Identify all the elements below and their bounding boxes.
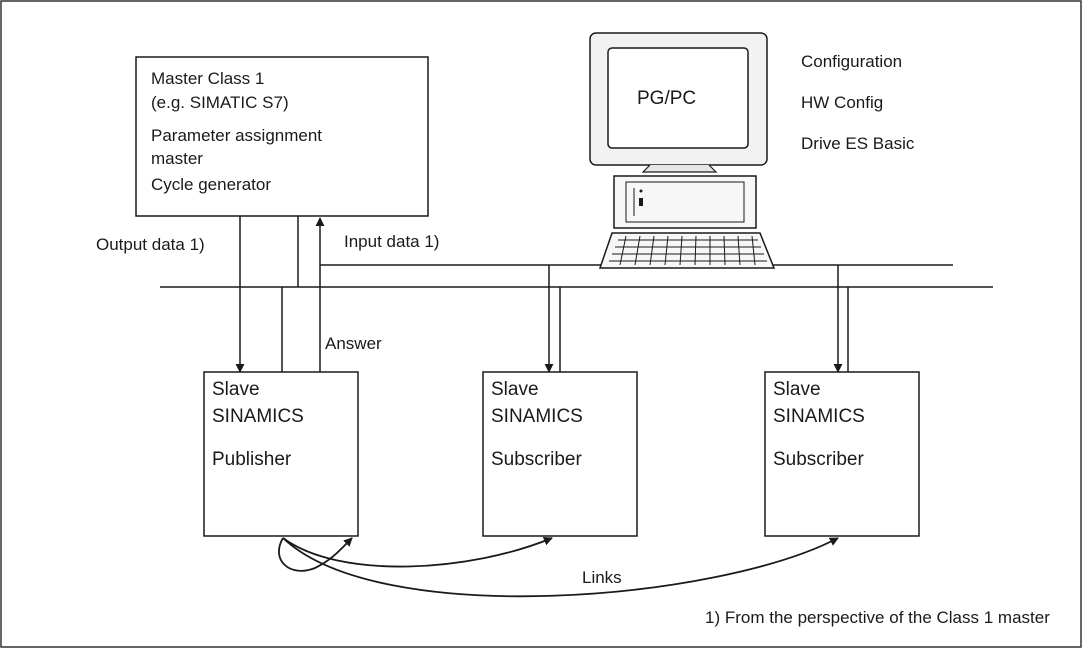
slave-publisher-box bbox=[203, 371, 359, 537]
answer-label: Answer bbox=[325, 334, 382, 353]
pgpc-computer-icon bbox=[589, 32, 776, 269]
input-data-label: Input data 1) bbox=[344, 232, 440, 251]
link-self-loop bbox=[278, 537, 353, 572]
slave-publisher-line2: SINAMICS bbox=[212, 406, 304, 427]
master-role-parameter-cont: master bbox=[151, 149, 203, 168]
master-title: Master Class 1 bbox=[151, 69, 265, 88]
master-example: (e.g. SIMATIC S7) bbox=[151, 93, 289, 112]
slave-subscriber1-line1: Slave bbox=[491, 379, 539, 400]
slave-subscriber1-line2: SINAMICS bbox=[491, 406, 583, 427]
slave-subscriber2-role: Subscriber bbox=[773, 449, 864, 470]
master-role-parameter: Parameter assignment bbox=[151, 126, 323, 145]
slave-publisher-role: Publisher bbox=[212, 449, 292, 470]
slave-subscriber1-box bbox=[482, 371, 638, 537]
link-to-subscriber1 bbox=[282, 536, 553, 568]
slave-subscriber2-line2: SINAMICS bbox=[773, 406, 865, 427]
footnote: 1) From the perspective of the Class 1 m… bbox=[705, 608, 1050, 627]
pgpc-drive-es: Drive ES Basic bbox=[801, 134, 915, 153]
slave-subscriber2-line1: Slave bbox=[773, 379, 821, 400]
slave-subscriber1-role: Subscriber bbox=[491, 449, 582, 470]
master-box bbox=[135, 56, 429, 217]
slave-publisher-line1: Slave bbox=[212, 379, 260, 400]
pgpc-configuration: Configuration bbox=[801, 52, 903, 71]
slave-subscriber2-box bbox=[764, 371, 920, 537]
links-label: Links bbox=[582, 568, 622, 587]
pgpc-hw-config: HW Config bbox=[801, 93, 884, 112]
link-to-subscriber2 bbox=[282, 537, 839, 598]
pgpc-screen-label: PG/PC bbox=[637, 88, 697, 109]
output-data-label: Output data 1) bbox=[96, 235, 205, 254]
master-role-cycle: Cycle generator bbox=[151, 175, 272, 194]
